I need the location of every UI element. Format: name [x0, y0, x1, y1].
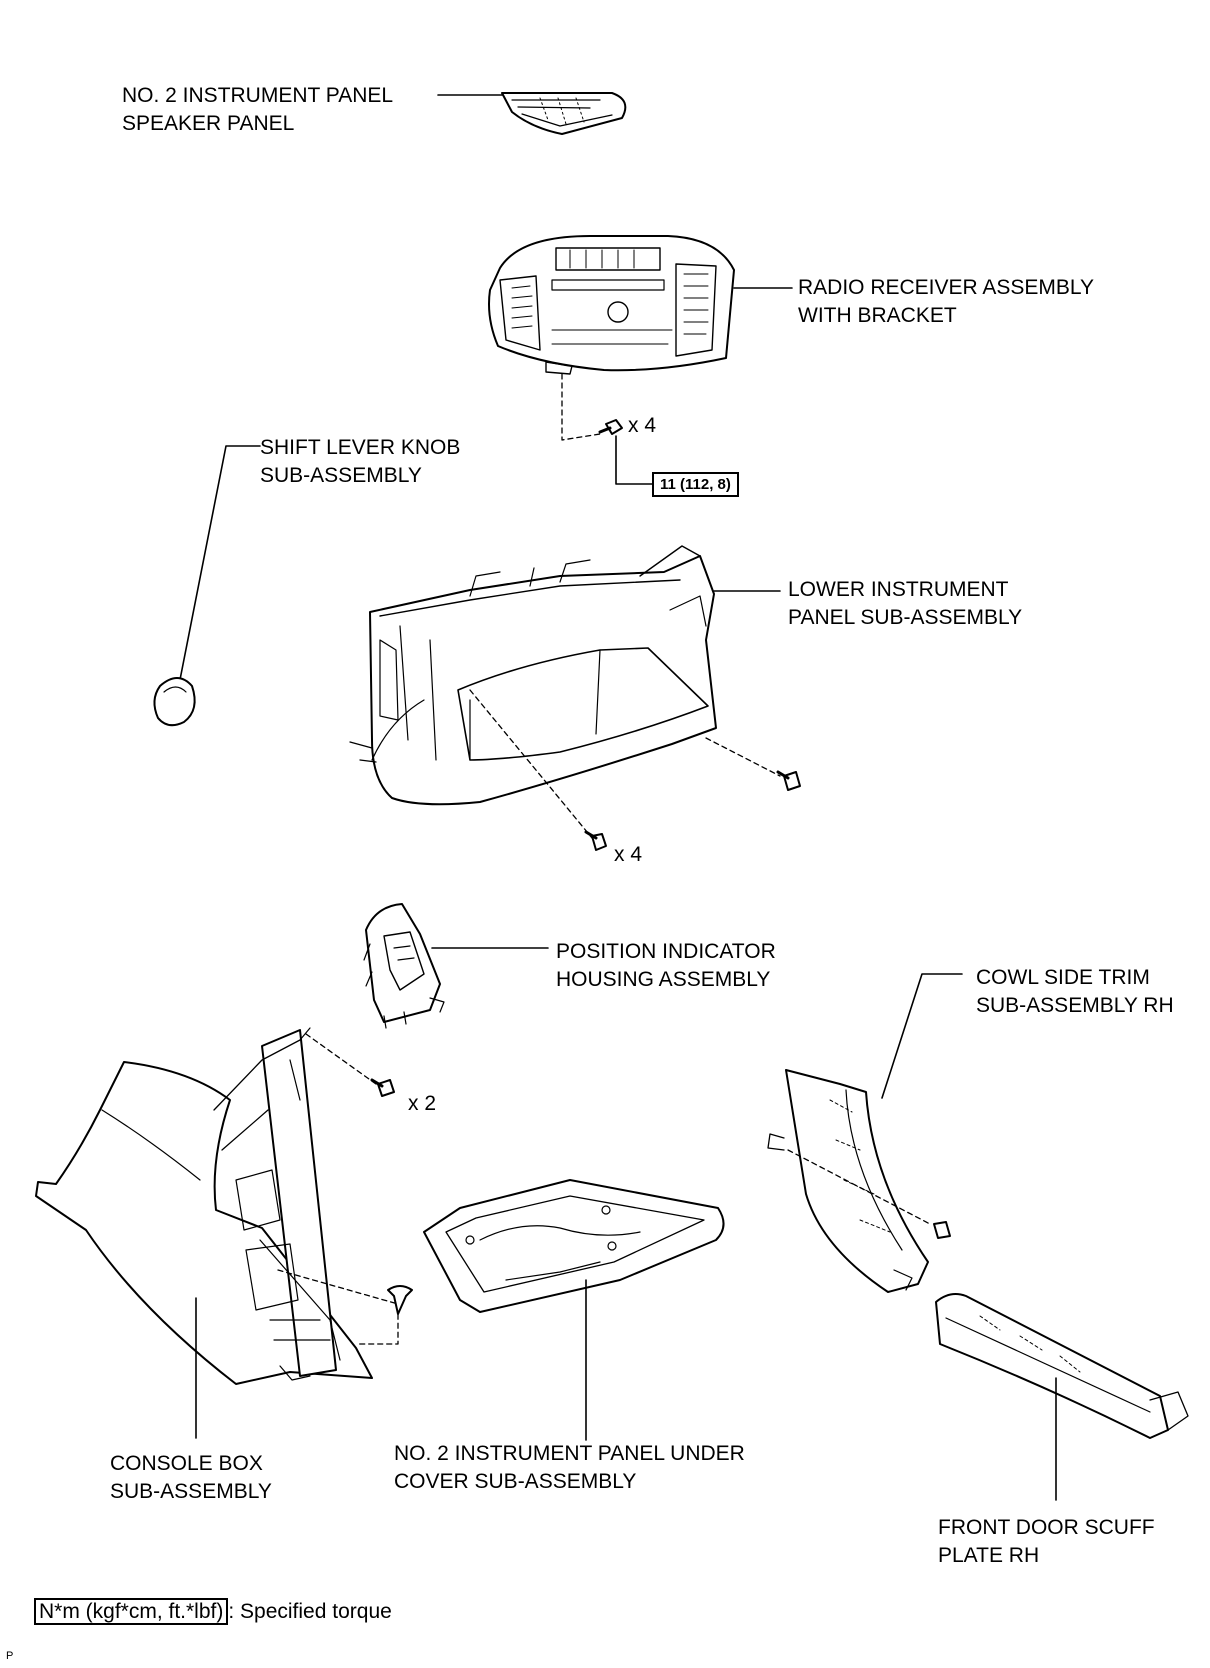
lower-panel-screw-dashed [469, 689, 593, 839]
under-cover-part [423, 1179, 725, 1313]
console-box-part [35, 1027, 373, 1385]
speaker-panel-part [501, 92, 627, 135]
torque-legend: N*m (kgf*cm, ft.*lbf): Specified torque [34, 1598, 392, 1625]
cowl-trim-leader [881, 973, 963, 1099]
shift-knob-leader [175, 445, 261, 701]
lower-panel-screw-quantity: x 4 [614, 843, 643, 866]
position-indicator-part [363, 903, 445, 1029]
under-cover-label: NO. 2 INSTRUMENT PANEL UNDER COVER SUB-A… [394, 1442, 745, 1493]
console-clip-dashed [277, 1269, 399, 1345]
screw-icon [370, 1078, 395, 1097]
lower-panel-label: LOWER INSTRUMENT PANEL SUB-ASSEMBLY [788, 578, 1023, 629]
page-code: P [6, 1650, 14, 1662]
console-screw-quantity: x 2 [408, 1092, 437, 1115]
clip-icon [776, 770, 801, 791]
screw-icon [598, 419, 623, 435]
console-screw-dashed [305, 1033, 377, 1085]
position-indicator-label: POSITION INDICATOR HOUSING ASSEMBLY [556, 940, 776, 991]
radio-receiver-part [488, 235, 735, 375]
clip-icon [387, 1285, 413, 1315]
scuff-plate-part [935, 1293, 1189, 1439]
cowl-trim-label: COWL SIDE TRIM SUB-ASSEMBLY RH [976, 966, 1174, 1017]
legend-text: : Specified torque [228, 1600, 392, 1623]
legend-unit-box: N*m (kgf*cm, ft.*lbf) [34, 1598, 229, 1625]
cowl-trim-part [767, 1069, 929, 1293]
torque-leader [615, 435, 653, 485]
shift-knob-part [153, 677, 196, 727]
lower-panel-part [349, 545, 717, 806]
lower-panel-screw2-dashed [705, 737, 781, 777]
console-box-label: CONSOLE BOX SUB-ASSEMBLY [110, 1452, 272, 1503]
radio-screw-quantity: x 4 [628, 414, 657, 437]
speaker-panel-label: NO. 2 INSTRUMENT PANEL SPEAKER PANEL [122, 84, 394, 135]
screw-icon [584, 830, 607, 851]
scuff-plate-label: FRONT DOOR SCUFF PLATE RH [938, 1516, 1155, 1567]
radio-receiver-label: RADIO RECEIVER ASSEMBLY WITH BRACKET [798, 276, 1095, 327]
shift-knob-label: SHIFT LEVER KNOB SUB-ASSEMBLY [260, 436, 461, 487]
radio-screw-dashed-leader [561, 373, 601, 441]
clip-icon [933, 1221, 951, 1239]
torque-spec-box: 11 (112, 8) [652, 472, 739, 497]
cowl-clip-dashed [787, 1149, 931, 1225]
